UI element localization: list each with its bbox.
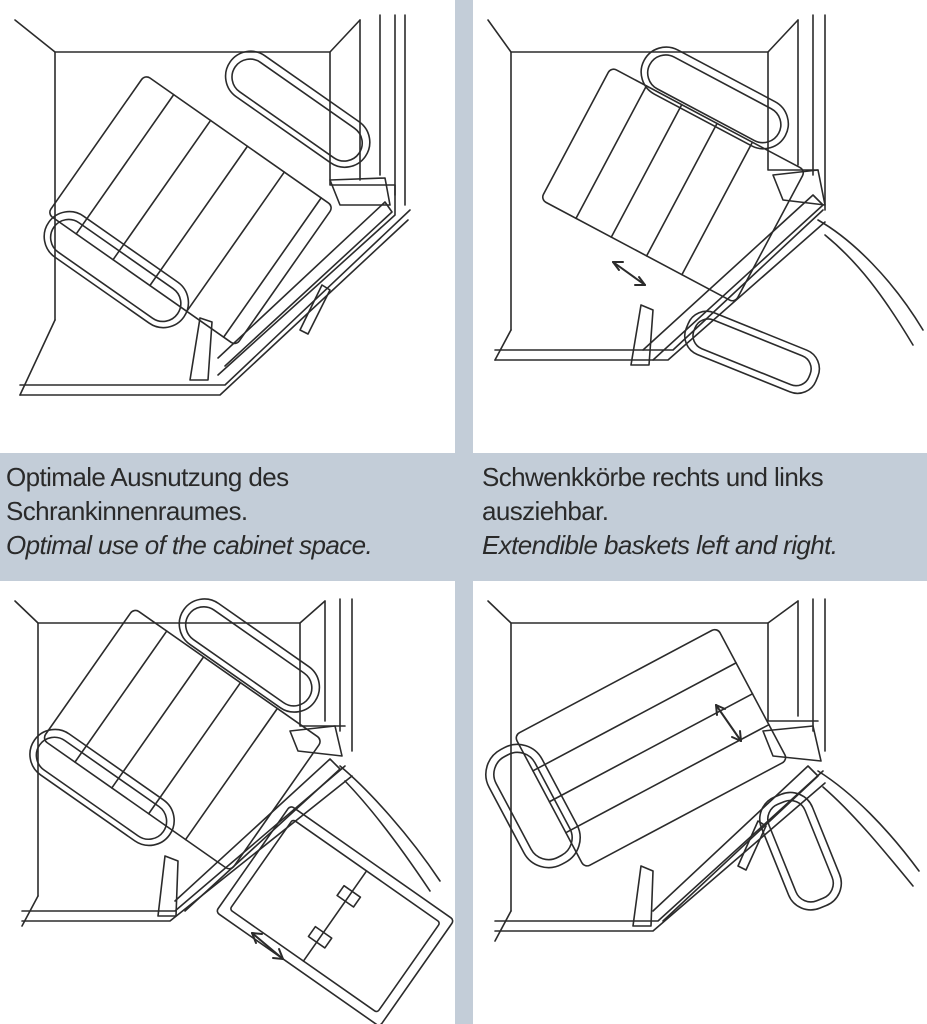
cabinet-outline <box>488 15 825 360</box>
outgoing-tray-lines <box>818 771 919 886</box>
rotating-arm <box>643 195 823 360</box>
caption-left-de-line1: Optimale Ausnutzung des <box>6 462 289 492</box>
hinge-post-left <box>633 866 653 926</box>
basket-handle-top <box>632 38 797 157</box>
basket-handle-left <box>476 735 590 878</box>
caption-band <box>0 453 927 581</box>
basket-extended-below <box>679 305 826 399</box>
diagram-panel-closed <box>0 0 455 453</box>
hinge-post-right <box>290 726 342 756</box>
rotating-arm <box>175 759 340 911</box>
basket-front <box>42 608 322 871</box>
hinge-post-left <box>631 305 653 365</box>
hinge-post-right <box>330 178 390 205</box>
hanging-bracket <box>738 821 766 870</box>
outgoing-tray-lines <box>818 220 923 345</box>
hinge-post-left <box>190 318 212 380</box>
caption-left-de-line2: Schrankinnenraumes. <box>6 496 248 526</box>
double-arrow <box>716 705 741 741</box>
basket-front <box>541 67 806 303</box>
basket-handle-top <box>216 41 380 177</box>
cabinet-outline <box>15 15 410 395</box>
rotating-arm <box>218 202 392 366</box>
cabinet-outline <box>15 599 352 926</box>
basket-handle-bottom <box>20 720 184 856</box>
basket-front <box>514 628 787 868</box>
basket-handle-top <box>169 589 329 722</box>
caption-right-de-line2: ausziehbar. <box>482 496 609 526</box>
double-arrow <box>613 262 645 285</box>
hinge-post-left <box>158 856 178 916</box>
basket-handle-bottom <box>34 202 198 338</box>
extended-basket-open <box>216 805 454 1024</box>
diagram-panel-right-extended <box>473 581 927 1024</box>
diagram-panel-left-extended <box>0 581 455 1024</box>
rotating-arm <box>653 766 818 921</box>
hinge-post-right <box>763 726 821 761</box>
diagram-panel-swing-out <box>473 0 927 453</box>
basket-extended-right <box>753 785 849 917</box>
double-arrow <box>252 933 283 959</box>
caption-left: Optimale Ausnutzung des Schrankinnenraum… <box>6 460 373 562</box>
caption-right: Schwenkkörbe rechts und links ausziehbar… <box>482 460 838 562</box>
hanging-bracket <box>300 285 330 334</box>
caption-right-en: Extendible baskets left and right. <box>482 530 838 560</box>
outgoing-tray-lines <box>340 766 440 891</box>
basket-front <box>48 75 334 346</box>
caption-right-de-line1: Schwenkkörbe rechts und links <box>482 462 824 492</box>
caption-left-en: Optimal use of the cabinet space. <box>6 530 373 560</box>
